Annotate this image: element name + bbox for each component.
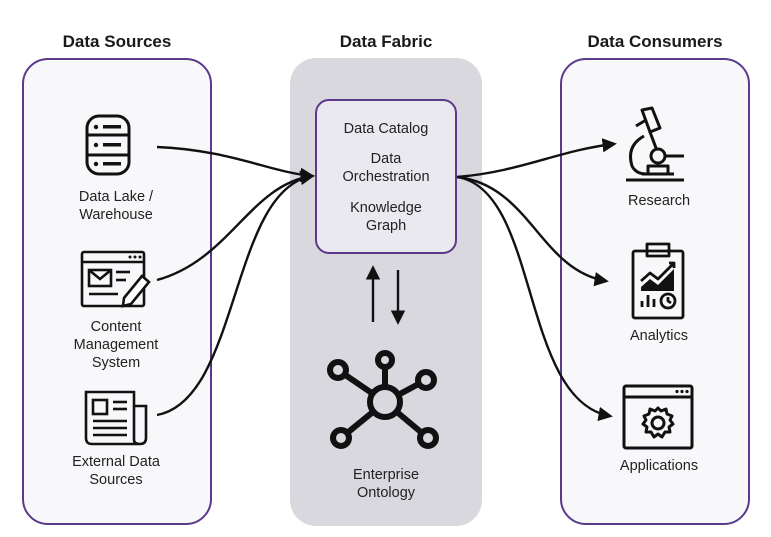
- source-label-data-lake: Data Lake / Warehouse: [78, 189, 154, 223]
- fabric-label-orchestration: Data Orchestration: [342, 151, 430, 185]
- consumer-label-analytics: Analytics: [629, 328, 689, 344]
- arrow-external-to-fabric: [156, 170, 315, 417]
- source-label-external: External Data Sources: [72, 454, 160, 488]
- consumer-label-applications: Applications: [619, 458, 699, 474]
- consumer-label-research: Research: [627, 193, 691, 209]
- fabric-label-ontology: Enterprise Ontology: [352, 467, 420, 501]
- data-consumers-panel: [560, 58, 750, 525]
- arrow-fabric-to-research: [456, 138, 617, 179]
- data-fabric-heading: Data Fabric: [339, 32, 433, 51]
- source-label-cms: Content Management System: [73, 319, 159, 371]
- arrow-cms-to-fabric: [156, 170, 315, 282]
- arrow-fabric-to-applications: [456, 175, 613, 422]
- arrow-lake-to-fabric: [156, 145, 315, 183]
- microscope-icon: [626, 106, 684, 182]
- newspaper-icon: [84, 390, 148, 446]
- database-icon: [85, 114, 131, 176]
- fabric-label-graph: Knowledge Graph: [350, 200, 422, 234]
- data-sources-heading: Data Sources: [62, 32, 172, 51]
- network-hub-icon: [327, 350, 439, 449]
- browser-gear-icon: [622, 384, 694, 450]
- arrow-fabric-to-analytics: [456, 175, 609, 287]
- clipboard-chart-icon: [631, 242, 685, 320]
- web-editor-icon: [80, 250, 151, 308]
- data-consumers-heading: Data Consumers: [587, 32, 723, 51]
- fabric-label-catalog: Data Catalog: [343, 121, 429, 137]
- data-fabric-box: [315, 99, 457, 254]
